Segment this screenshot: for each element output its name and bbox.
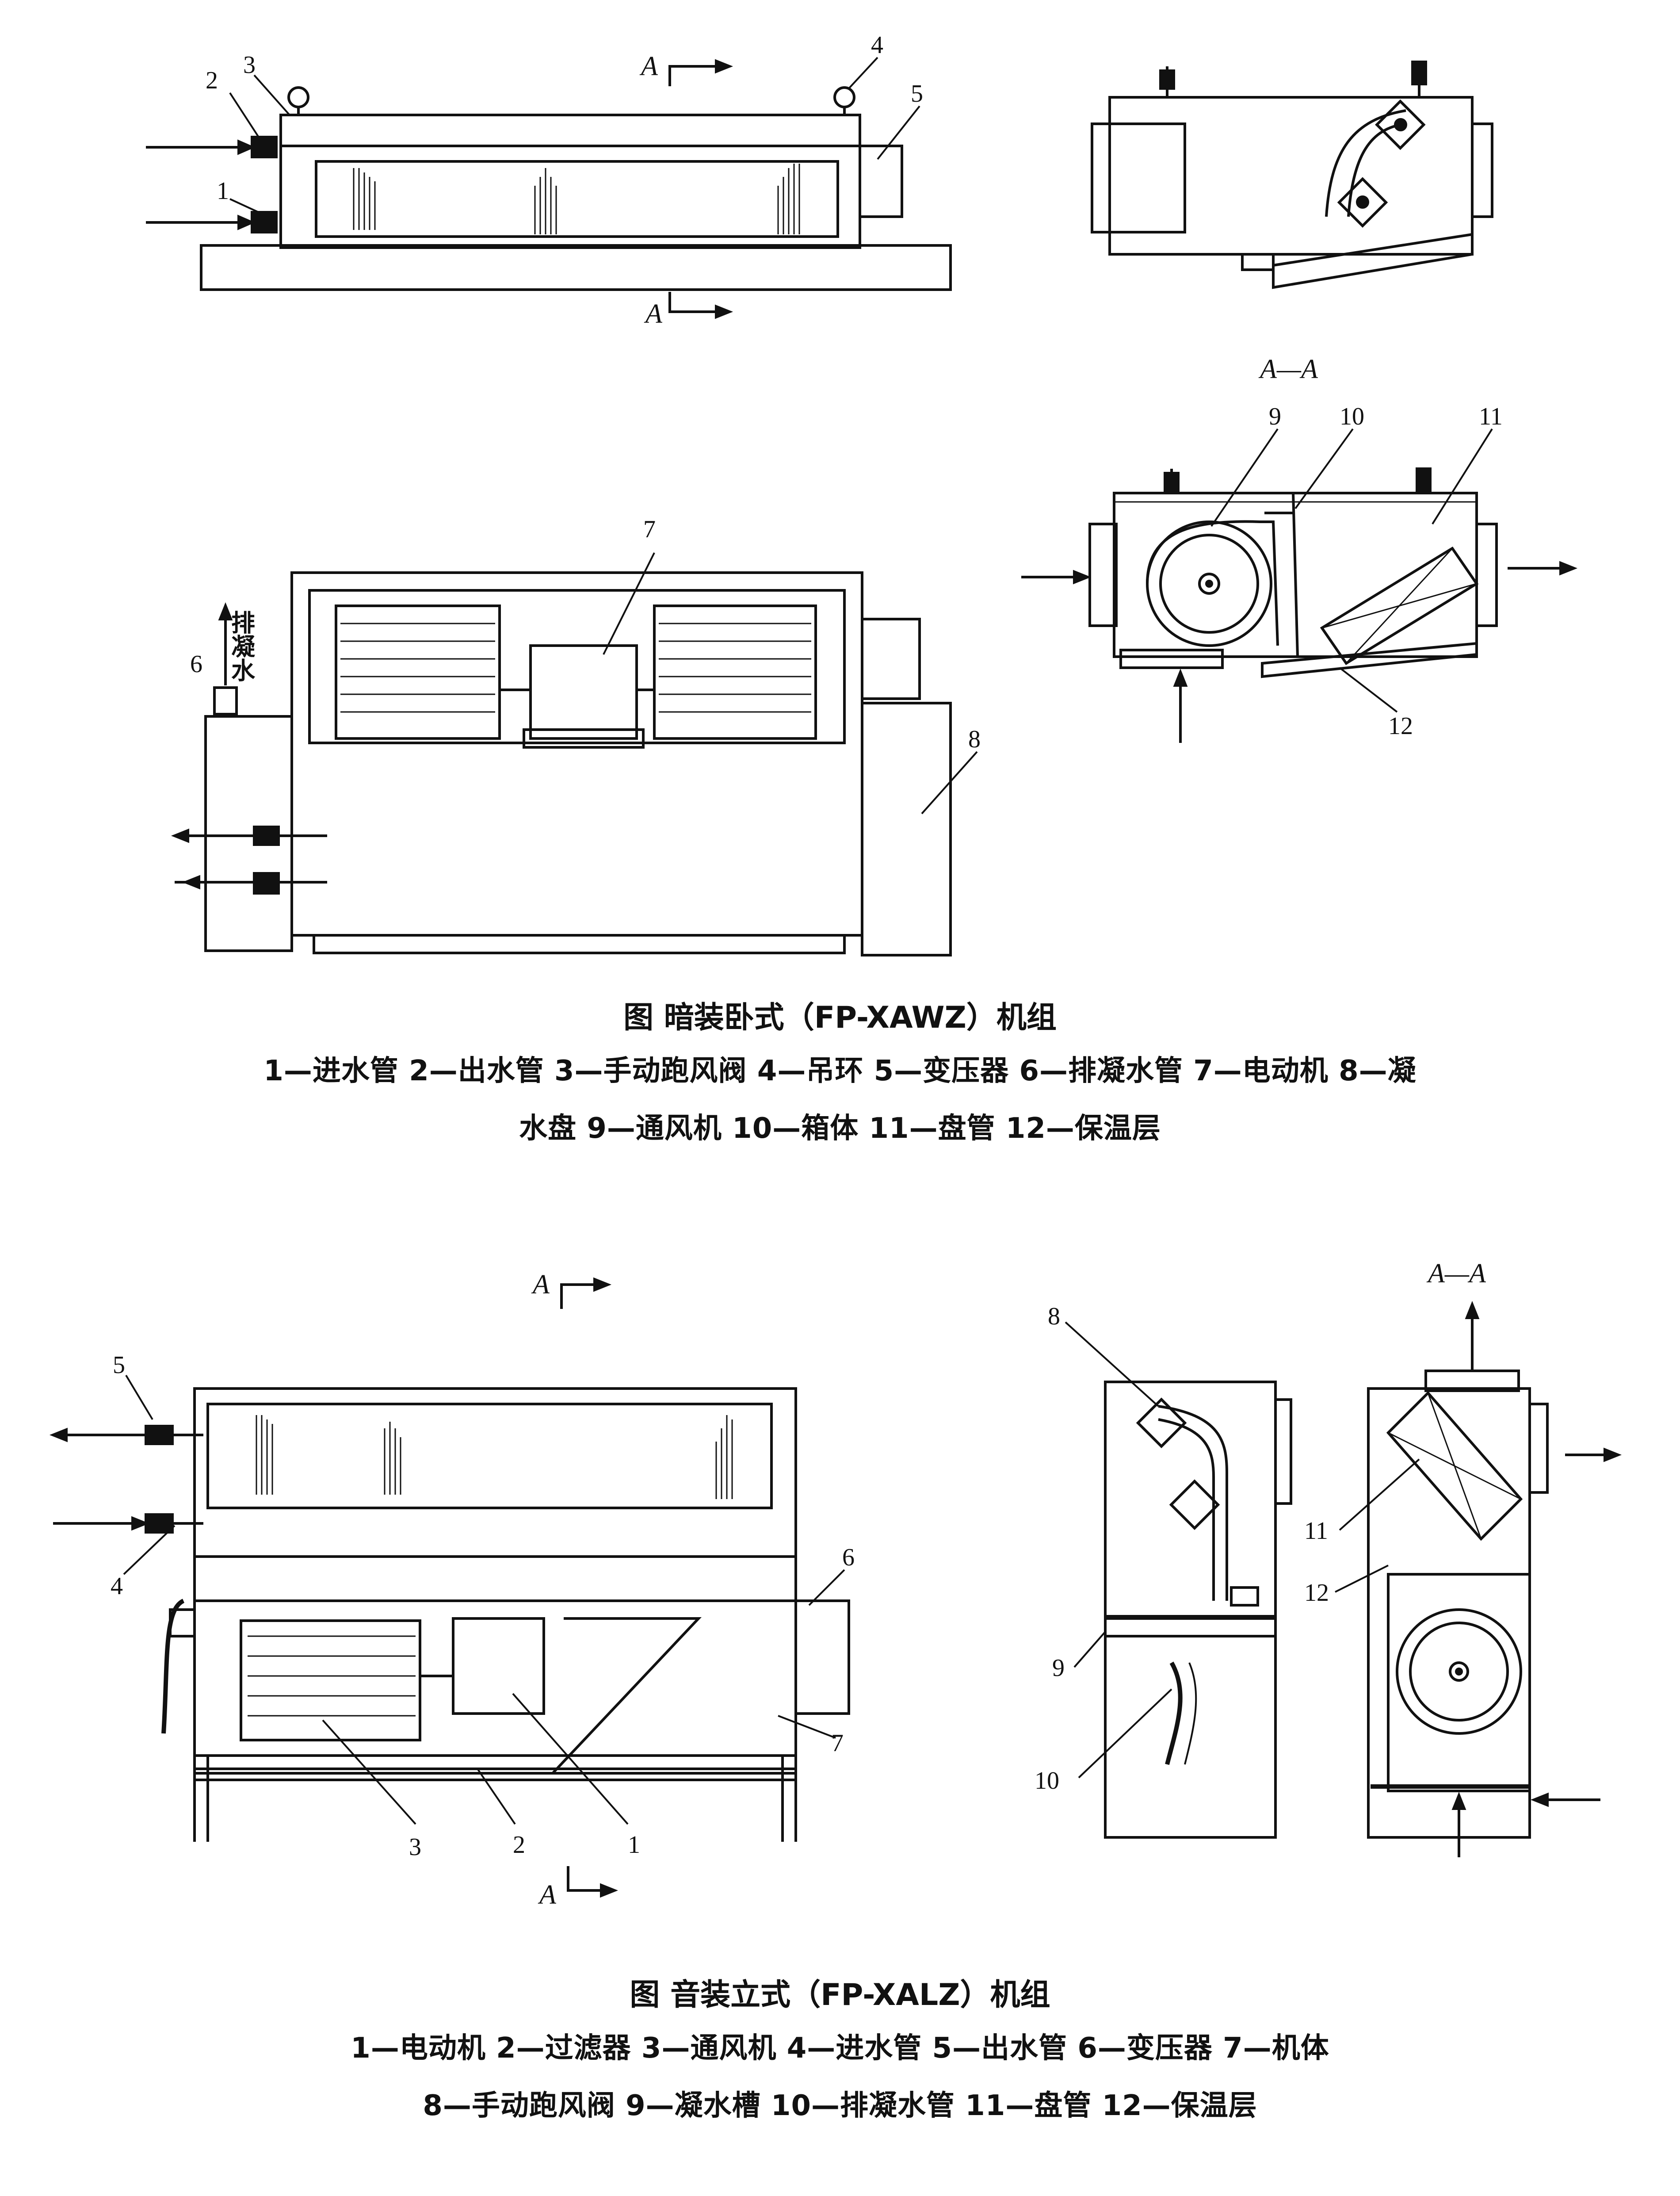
- fig1-section-view: [1021, 467, 1578, 743]
- fig2-num-5: 5: [113, 1351, 125, 1379]
- fig2-side-view: [1104, 1381, 1292, 1839]
- fig1-legend-line2: 水盘 9—通风机 10—箱体 11—盘管 12—保温层: [519, 1112, 1161, 1145]
- fig2-num-8: 8: [1048, 1303, 1060, 1330]
- fig2-legend-line1: 1—电动机 2—过滤器 3—通风机 4—进水管 5—出水管 6—变压器 7—机体: [351, 2032, 1329, 2065]
- fig2-num-9: 9: [1052, 1654, 1065, 1682]
- fig1-num-1: 1: [217, 177, 229, 205]
- fig2-legend-line2: 8—手动跑风阀 9—凝水槽 10—排凝水管 11—盘管 12—保温层: [423, 2089, 1257, 2122]
- fig1-num-7: 7: [643, 516, 656, 543]
- fig2-num-12: 12: [1304, 1579, 1329, 1607]
- fig2-num-10: 10: [1035, 1767, 1059, 1794]
- fig1-leader-lines: [229, 57, 1493, 815]
- fig1-drain-note: 排凝水: [227, 610, 255, 682]
- fig2-num-7: 7: [831, 1729, 844, 1757]
- fig2-num-6: 6: [842, 1544, 855, 1571]
- fig1-num-3: 3: [243, 51, 256, 79]
- fig2-section-label: A—A: [1426, 1259, 1486, 1289]
- fig1-num-6: 6: [190, 650, 202, 678]
- fig1-num-12: 12: [1388, 712, 1413, 740]
- fig2-num-1: 1: [628, 1831, 640, 1859]
- fig1-num-9: 9: [1269, 403, 1281, 430]
- fig1-num-4: 4: [871, 31, 883, 59]
- fig2-cut-label-top: A: [531, 1270, 550, 1300]
- fig1-num-10: 10: [1340, 403, 1364, 430]
- fig1-top-side-view: [1091, 61, 1493, 289]
- fig2-num-2: 2: [513, 1831, 525, 1859]
- fig1-num-2: 2: [206, 67, 218, 94]
- fig1-cut-label-bottom: A: [644, 299, 663, 329]
- fig2-num-11: 11: [1304, 1517, 1328, 1545]
- fig1-section-label: A—A: [1258, 354, 1318, 384]
- fig1-title: 图 暗装卧式（FP-XAWZ）机组: [623, 1000, 1057, 1035]
- fig1-num-5: 5: [911, 80, 923, 107]
- fig2-section-view: [1367, 1301, 1622, 1857]
- fig1-legend-line1: 1—进水管 2—出水管 3—手动跑风阀 4—吊环 5—变压器 6—排凝水管 7—…: [263, 1055, 1417, 1087]
- fig1-top-front-view: [146, 59, 952, 319]
- fig2-front-view: [49, 1277, 850, 1898]
- fig2-title: 图 音装立式（FP-XALZ）机组: [630, 1978, 1050, 2012]
- fig2-cut-label-bottom: A: [538, 1880, 557, 1910]
- fig2-num-3: 3: [409, 1833, 421, 1861]
- fig1-cut-label-top: A: [639, 51, 658, 81]
- fig2-num-4: 4: [111, 1572, 123, 1600]
- fig2-leader-lines: [123, 1321, 1420, 1825]
- fig1-num-8: 8: [968, 726, 981, 753]
- fig1-bottom-view: [171, 571, 952, 956]
- fig1-num-11: 11: [1479, 403, 1503, 430]
